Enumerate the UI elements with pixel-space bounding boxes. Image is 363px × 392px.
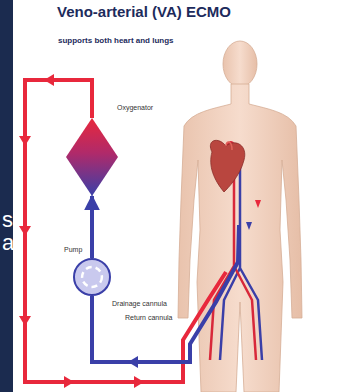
side-band <box>0 0 13 392</box>
pump-circle: Pump <box>73 258 111 296</box>
body-figure <box>178 41 302 392</box>
flow-arrows-red <box>19 74 261 388</box>
part-label: Return cannula <box>124 314 173 322</box>
flow-connector <box>90 196 94 258</box>
arrow <box>128 356 138 368</box>
arrow <box>19 136 31 146</box>
heart <box>210 140 244 192</box>
arrow <box>44 74 54 86</box>
pump-body <box>74 259 110 295</box>
arrow <box>19 226 31 236</box>
slide-text-fragment: a <box>1 231 15 255</box>
oxygenator-diamond-outline <box>66 118 118 196</box>
pump-circle-outline <box>73 258 111 296</box>
arrow <box>64 376 74 388</box>
flow-arrows-blue <box>128 222 252 368</box>
pump-rotor <box>82 267 102 287</box>
heart-detail <box>226 142 232 150</box>
diamond-shape <box>66 118 118 196</box>
arrow <box>19 316 31 326</box>
part-label: Drainage cannula <box>111 300 168 308</box>
arrow <box>134 376 144 388</box>
oxygenator-diamond: Oxygenator <box>66 118 118 196</box>
slide-text-fragment: s <box>1 208 14 232</box>
title: Veno-arterial (VA) ECMO <box>57 3 231 20</box>
node-label: Pump <box>63 246 83 254</box>
node-label: Oxygenator <box>116 104 154 112</box>
head <box>223 41 257 87</box>
arrow <box>255 200 261 208</box>
subtitle: supports both heart and lungs <box>57 37 175 46</box>
drainage-line <box>92 225 239 362</box>
arrow <box>246 222 252 230</box>
